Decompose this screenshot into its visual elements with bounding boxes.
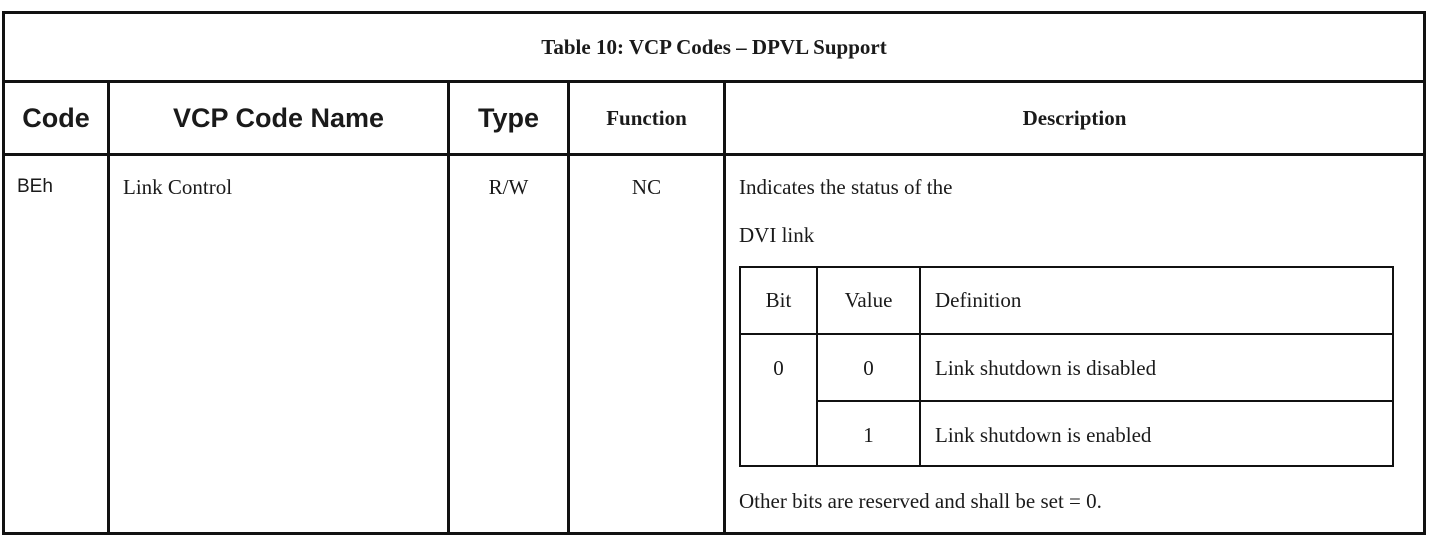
bit-table-bit: 0 bbox=[773, 356, 784, 380]
bit-table-header-bit: Bit bbox=[765, 288, 792, 312]
bit-table-definition: Link shutdown is enabled bbox=[935, 423, 1152, 447]
column-divider bbox=[567, 83, 570, 532]
header-code: Code bbox=[22, 102, 90, 133]
bit-table-divider bbox=[816, 268, 818, 465]
header-description: Description bbox=[1022, 105, 1127, 130]
row-type: R/W bbox=[488, 175, 529, 199]
description-line-1: Indicates the status of the bbox=[739, 175, 953, 199]
row-code: BEh bbox=[17, 176, 53, 197]
vcp-codes-table: Table 10: VCP Codes – DPVL Support Code … bbox=[2, 11, 1426, 535]
header-function: Function bbox=[606, 105, 687, 130]
bit-table-header-value: Value bbox=[844, 288, 893, 312]
header-vcp-code-name: VCP Code Name bbox=[172, 102, 385, 133]
bit-definition-table: Bit Value Definition 0 0 Link shutdown i… bbox=[739, 266, 1394, 467]
row-vcp-code-name: Link Control bbox=[123, 175, 233, 199]
header-divider bbox=[5, 153, 1423, 156]
description-line-2: DVI link bbox=[739, 223, 815, 247]
table-title: Table 10: VCP Codes – DPVL Support bbox=[5, 14, 1423, 83]
row-function: NC bbox=[631, 175, 662, 199]
bit-table-definition: Link shutdown is disabled bbox=[935, 356, 1157, 380]
column-divider bbox=[107, 83, 110, 532]
header-type: Type bbox=[477, 102, 539, 133]
bit-table-value: 1 bbox=[863, 423, 874, 447]
bit-table-divider bbox=[919, 268, 921, 465]
bit-table-divider bbox=[818, 400, 1392, 402]
bit-table-divider bbox=[741, 333, 1392, 335]
description-footer: Other bits are reserved and shall be set… bbox=[739, 489, 1102, 513]
bit-table-value: 0 bbox=[863, 356, 874, 380]
column-divider bbox=[723, 83, 726, 532]
bit-table-header-definition: Definition bbox=[935, 288, 1022, 312]
column-divider bbox=[447, 83, 450, 532]
